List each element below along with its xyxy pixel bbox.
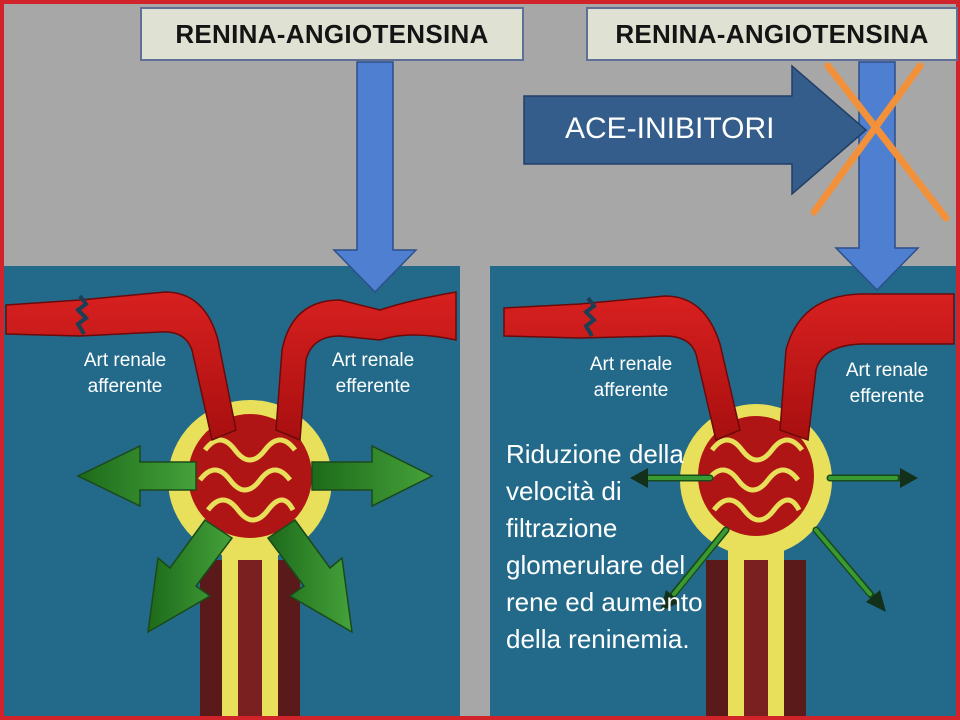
- header-renin-angiotensin-left: RENINA-ANGIOTENSINA: [140, 7, 524, 61]
- left-efferent-label: Art renale efferente: [331, 350, 415, 397]
- effect-note: Riduzione della velocità di filtrazione …: [506, 439, 703, 654]
- header-right-text: RENINA-ANGIOTENSINA: [615, 18, 929, 49]
- left-glomerulus: [5, 291, 457, 716]
- right-afferent-label: Art renale afferente: [589, 354, 673, 401]
- right-down-arrow: [834, 61, 920, 292]
- left-down-arrow: [332, 61, 418, 294]
- block-cross-icon: [810, 62, 950, 222]
- header-renin-angiotensin-right: RENINA-ANGIOTENSINA: [586, 7, 958, 61]
- left-afferent-label: Art renale afferente: [83, 350, 167, 397]
- header-left-text: RENINA-ANGIOTENSINA: [175, 18, 489, 49]
- ace-inhibitor-label: ACE-INIBITORI: [565, 112, 775, 145]
- right-efferent-label: Art renale efferente: [845, 360, 929, 407]
- ace-inhibitor-arrow: [523, 64, 868, 196]
- right-glomerulus: [503, 293, 955, 716]
